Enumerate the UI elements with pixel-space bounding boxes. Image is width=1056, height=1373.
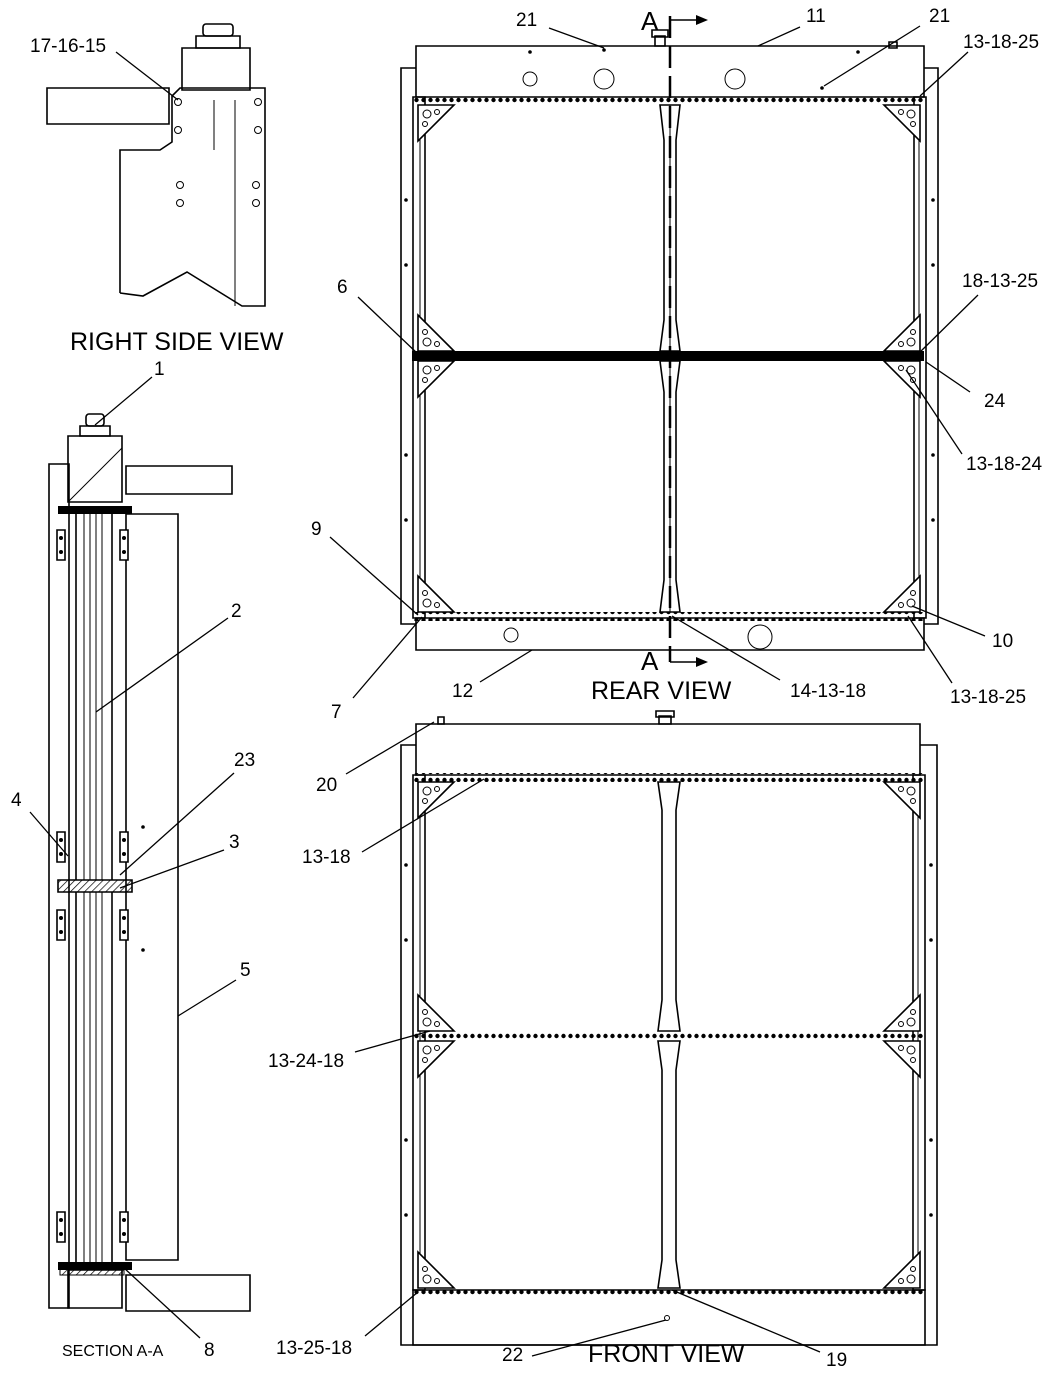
callout-18-13-25: 18-13-25 (962, 271, 1038, 292)
callout-19: 19 (826, 1350, 847, 1371)
callout-21-left: 21 (516, 10, 537, 31)
section-a-a (49, 414, 250, 1311)
callout-1: 1 (154, 359, 165, 380)
callout-13-24-18: 13-24-18 (268, 1051, 344, 1072)
callout-14-13-18: 14-13-18 (790, 681, 866, 702)
callout-22: 22 (502, 1345, 523, 1366)
title-front-view: FRONT VIEW (588, 1340, 745, 1368)
view-titles: RIGHT SIDE VIEW SECTION A-A REAR VIEW FR… (62, 6, 745, 1368)
callout-13-25-18: 13-25-18 (276, 1338, 352, 1359)
callout-12: 12 (452, 681, 473, 702)
section-marker-bottom: A (641, 646, 659, 676)
callout-20: 20 (316, 775, 337, 796)
callout-3: 3 (229, 832, 240, 853)
callout-2: 2 (231, 601, 242, 622)
callout-10: 10 (992, 631, 1013, 652)
callout-24: 24 (984, 391, 1006, 412)
callout-4: 4 (11, 790, 22, 811)
section-marker-top: A (641, 6, 659, 36)
front-view (401, 711, 937, 1345)
right-side-view (47, 24, 265, 306)
callout-13-18-25-top: 13-18-25 (963, 32, 1039, 53)
callout-5: 5 (240, 960, 251, 981)
callout-11: 11 (806, 6, 826, 27)
title-right-side-view: RIGHT SIDE VIEW (70, 328, 284, 356)
callout-8: 8 (204, 1340, 215, 1361)
callout-labels: 17-16-15 1 2 23 4 3 5 8 21 11 21 13-18-2… (11, 6, 1042, 1371)
callout-13-18-24: 13-18-24 (966, 454, 1042, 475)
callout-13-18-25-bottom: 13-18-25 (950, 687, 1026, 708)
callout-13-18: 13-18 (302, 847, 351, 868)
title-section-a-a: SECTION A-A (62, 1343, 164, 1360)
title-rear-view: REAR VIEW (591, 677, 732, 705)
leader-lines (30, 26, 985, 1356)
callout-21-right: 21 (929, 6, 950, 27)
callout-6: 6 (337, 277, 348, 298)
callout-9: 9 (311, 519, 322, 540)
rear-view (401, 15, 938, 667)
callout-23: 23 (234, 750, 255, 771)
callout-17-16-15: 17-16-15 (30, 36, 106, 57)
callout-7: 7 (331, 702, 342, 723)
